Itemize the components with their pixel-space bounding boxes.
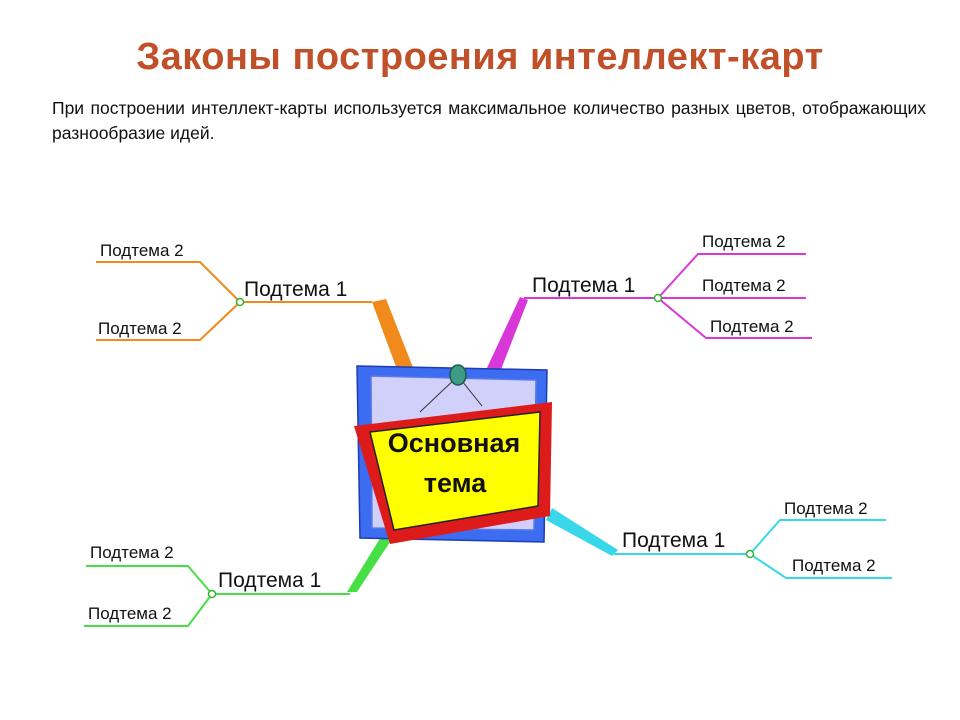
central-topic: Основная тема (354, 364, 552, 544)
branch-3-child-0: Подтема 2 (784, 499, 868, 518)
page-title: Законы построения интеллект-карт (136, 36, 824, 78)
description-text: При построении интеллект-карты используе… (52, 98, 926, 143)
branch-2-child-1: Подтема 2 (88, 604, 172, 623)
branch-1-child-2: Подтема 2 (710, 317, 794, 336)
central-card (369, 411, 541, 531)
branch-3 (614, 519, 892, 579)
branch-0 (96, 261, 372, 341)
branch-2-label: Подтема 1 (218, 569, 321, 592)
branch-3-node (745, 549, 755, 559)
branch-2-connector (347, 532, 394, 592)
branch-0-node (235, 297, 245, 307)
branch-1-node (653, 293, 663, 303)
branch-1-connector (486, 297, 528, 372)
pin-icon (449, 364, 467, 386)
branch-1-child-0: Подтема 2 (702, 232, 786, 251)
branch-0-label: Подтема 1 (244, 278, 347, 301)
branch-0-child-1: Подтема 2 (98, 319, 182, 338)
branch-2-child-0: Подтема 2 (90, 543, 174, 562)
branch-0-child-0: Подтема 2 (100, 241, 184, 260)
branch-3-connector (546, 508, 618, 556)
branch-0-connector (372, 299, 414, 372)
branch-1-label: Подтема 1 (532, 274, 635, 297)
central-topic-line-2: тема (424, 468, 488, 498)
branch-2-node (207, 589, 217, 599)
branch-3-label: Подтема 1 (622, 529, 725, 552)
branch-2 (84, 565, 350, 627)
branch-3-child-1: Подтема 2 (792, 556, 876, 575)
branch-1-child-1: Подтема 2 (702, 276, 786, 295)
central-topic-line-1: Основная (388, 428, 521, 458)
branch-1 (524, 253, 812, 339)
